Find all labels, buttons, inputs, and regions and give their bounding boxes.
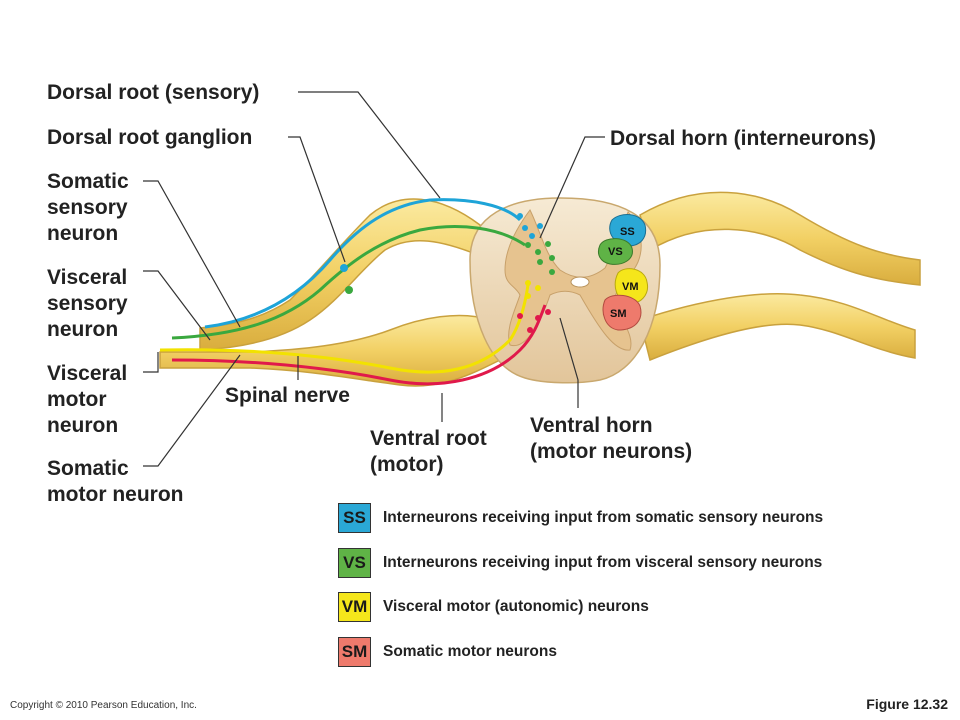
dorsal-horn-terminals xyxy=(517,213,555,333)
somatic-sensory-pathway xyxy=(204,198,522,329)
copyright-text: Copyright © 2010 Pearson Education, Inc. xyxy=(10,700,197,711)
visceral-motor-pathway xyxy=(159,284,530,374)
legend-text-sm: Somatic motor neurons xyxy=(383,643,557,660)
dorsal-root-ganglion-label: Dorsal root ganglion xyxy=(47,126,253,149)
somatic-motor-neuron-label: Somatic motor neuron xyxy=(47,457,184,506)
legend-swatch-sm: SM xyxy=(338,637,371,667)
somatic-motor-pathway xyxy=(171,304,547,386)
dorsal-root-label: Dorsal root (sensory) xyxy=(47,81,260,104)
ss-region-label: SS xyxy=(620,226,635,238)
legend-item-vs: VS Interneurons receiving input from vis… xyxy=(338,547,822,579)
legend-item-ss: SS Interneurons receiving input from som… xyxy=(338,502,823,534)
legend-text-vs: Interneurons receiving input from viscer… xyxy=(383,554,823,571)
legend-item-vm: VM Visceral motor (autonomic) neurons xyxy=(338,591,649,623)
legend-text-vm: Visceral motor (autonomic) neurons xyxy=(383,598,649,615)
visceral-motor-neuron-label: Visceral motor neuron xyxy=(47,362,128,437)
sm-region-label: SM xyxy=(610,308,627,320)
dorsal-horn-label: Dorsal horn (interneurons) xyxy=(610,127,877,150)
legend-swatch-vm: VM xyxy=(338,592,371,622)
sm-region xyxy=(602,294,642,331)
visceral-sensory-neuron-label: Visceral sensory neuron xyxy=(47,266,128,341)
right-dorsal-root xyxy=(639,191,921,286)
ss-region xyxy=(609,214,647,247)
ventral-root-label: Ventral root (motor) xyxy=(370,427,487,476)
right-ventral-root xyxy=(639,292,916,362)
somatic-sensory-cell-body xyxy=(340,264,348,272)
legend-swatch-vs: VS xyxy=(338,548,371,578)
central-canal xyxy=(570,276,590,288)
leader-lines xyxy=(143,91,605,467)
somatic-sensory-neuron-label: Somatic sensory neuron xyxy=(47,170,129,245)
vs-region-label: VS xyxy=(608,246,623,258)
ventral-horn-label: Ventral horn (motor neurons) xyxy=(530,414,693,463)
spinal-nerve-label: Spinal nerve xyxy=(225,384,350,407)
vs-region xyxy=(597,238,633,265)
visceral-sensory-cell-body xyxy=(345,286,353,294)
vm-region xyxy=(614,268,649,304)
legend-item-sm: SM Somatic motor neurons xyxy=(338,636,557,668)
legend-swatch-ss: SS xyxy=(338,503,371,533)
figure-number: Figure 12.32 xyxy=(866,696,948,712)
vm-region-label: VM xyxy=(622,281,639,293)
visceral-sensory-pathway xyxy=(171,225,526,340)
legend-text-ss: Interneurons receiving input from somati… xyxy=(383,509,824,526)
